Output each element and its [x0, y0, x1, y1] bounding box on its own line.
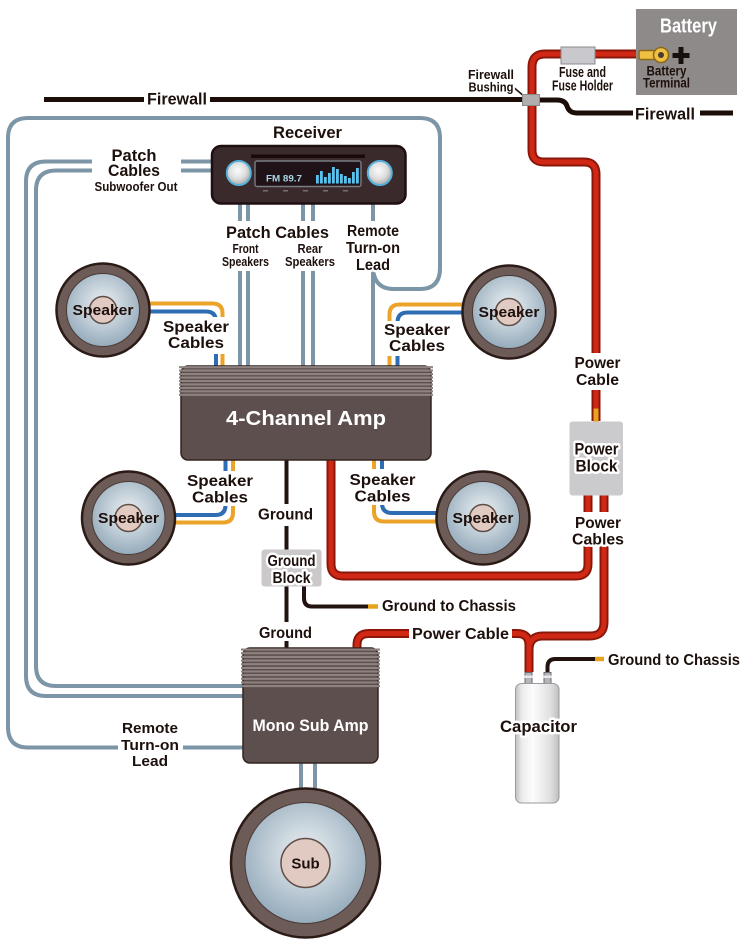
svg-text:Firewall: Firewall — [147, 90, 207, 109]
svg-text:Speaker: Speaker — [384, 322, 450, 339]
svg-text:Power: Power — [575, 515, 621, 532]
svg-text:Remote: Remote — [347, 223, 399, 240]
svg-text:Power: Power — [575, 440, 619, 459]
svg-text:4-Channel Amp: 4-Channel Amp — [226, 408, 386, 430]
svg-text:Power Cable: Power Cable — [412, 626, 509, 643]
svg-text:Ground to Chassis: Ground to Chassis — [382, 598, 516, 615]
svg-text:Sub: Sub — [291, 856, 319, 873]
svg-text:Capacitor: Capacitor — [500, 717, 577, 736]
svg-text:Firewall: Firewall — [635, 105, 695, 124]
svg-text:Subwoofer Out: Subwoofer Out — [95, 179, 179, 194]
svg-text:Cable: Cable — [576, 372, 619, 389]
svg-text:Speaker: Speaker — [350, 472, 416, 489]
svg-text:Speaker: Speaker — [453, 510, 514, 527]
svg-text:Ground: Ground — [258, 507, 313, 524]
svg-text:Speaker: Speaker — [163, 319, 229, 336]
svg-text:Speaker: Speaker — [187, 473, 253, 490]
svg-text:Speaker: Speaker — [73, 302, 134, 319]
svg-text:Turn-on: Turn-on — [346, 240, 400, 257]
svg-text:Cables: Cables — [355, 489, 411, 506]
svg-text:Ground to Chassis: Ground to Chassis — [608, 652, 740, 669]
svg-text:Cables: Cables — [572, 532, 624, 549]
svg-text:Lead: Lead — [132, 753, 168, 770]
svg-text:FM 89.7: FM 89.7 — [266, 174, 302, 184]
svg-text:Ground: Ground — [259, 625, 312, 642]
svg-text:Power: Power — [575, 355, 621, 372]
svg-text:Battery: Battery — [647, 63, 687, 79]
svg-text:Block: Block — [273, 570, 311, 587]
svg-text:Front: Front — [233, 241, 260, 256]
svg-text:Block: Block — [576, 457, 618, 476]
svg-text:Speakers: Speakers — [285, 254, 335, 269]
svg-text:Ground: Ground — [268, 553, 316, 570]
svg-text:Battery: Battery — [660, 16, 718, 38]
svg-text:Patch Cables: Patch Cables — [226, 223, 329, 242]
svg-text:Speaker: Speaker — [98, 510, 159, 527]
svg-text:Speaker: Speaker — [479, 304, 540, 321]
svg-text:Patch: Patch — [112, 146, 157, 165]
svg-text:Cables: Cables — [168, 335, 224, 352]
svg-text:Bushing: Bushing — [469, 80, 514, 95]
svg-text:Mono Sub Amp: Mono Sub Amp — [253, 717, 369, 735]
svg-text:Firewall: Firewall — [468, 67, 514, 82]
svg-text:Fuse Holder: Fuse Holder — [552, 79, 613, 95]
svg-text:Terminal: Terminal — [643, 75, 690, 91]
svg-text:Cables: Cables — [389, 338, 445, 355]
svg-text:Speakers: Speakers — [222, 254, 269, 269]
svg-text:Cables: Cables — [108, 161, 160, 180]
svg-text:Fuse and: Fuse and — [559, 65, 606, 81]
svg-text:Remote: Remote — [122, 720, 178, 737]
svg-text:Lead: Lead — [356, 257, 390, 274]
svg-text:Rear: Rear — [298, 241, 323, 256]
svg-text:Receiver: Receiver — [273, 123, 342, 142]
svg-text:Turn-on: Turn-on — [121, 737, 179, 754]
svg-text:Cables: Cables — [192, 490, 248, 507]
